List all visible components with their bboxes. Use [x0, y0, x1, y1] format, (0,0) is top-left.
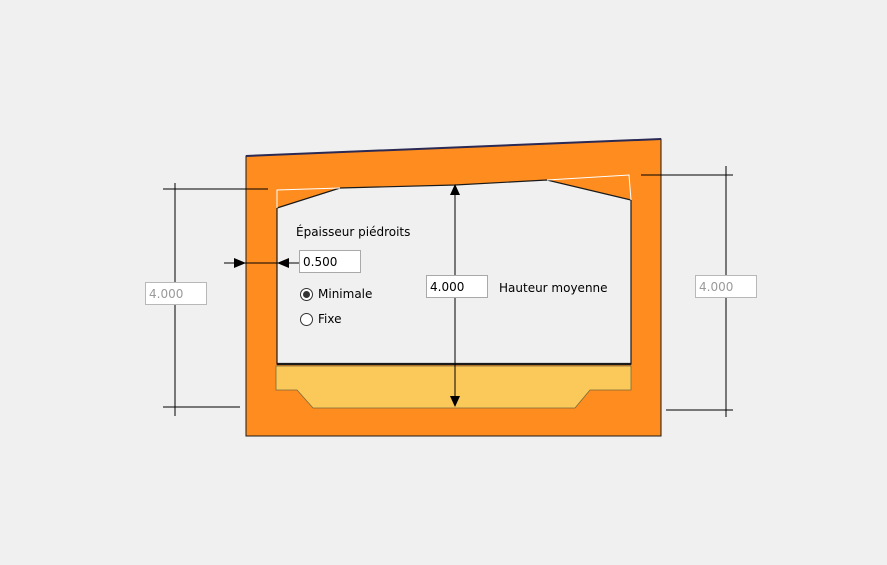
radio-minimale-selected-dot [303, 290, 310, 298]
mean-height-input[interactable] [426, 275, 488, 298]
left-height-input[interactable] [145, 282, 207, 305]
top-haunch-outline-left [276, 187, 341, 208]
bottom-slab-fill [275, 365, 632, 409]
mean-height-label: Hauteur moyenne [499, 281, 608, 295]
mean-height-arrow-bottom-icon [450, 396, 460, 407]
wall-thickness-input[interactable] [299, 250, 361, 273]
top-haunch-outline-right [546, 174, 632, 201]
thickness-arrow-right-icon [277, 258, 289, 268]
radio-minimale[interactable]: Minimale [300, 287, 372, 301]
radio-fixe[interactable]: Fixe [300, 312, 341, 326]
radio-fixe-circle[interactable] [300, 312, 313, 326]
wall-thickness-label: Épaisseur piédroits [296, 225, 411, 239]
right-height-input[interactable] [695, 275, 757, 298]
radio-fixe-label: Fixe [318, 312, 342, 326]
thickness-arrow-left-icon [234, 258, 246, 268]
top-slab-edge [245, 138, 662, 157]
radio-minimale-circle[interactable] [300, 287, 313, 301]
radio-minimale-label: Minimale [318, 287, 373, 301]
mean-height-arrow-top-icon [450, 184, 460, 195]
